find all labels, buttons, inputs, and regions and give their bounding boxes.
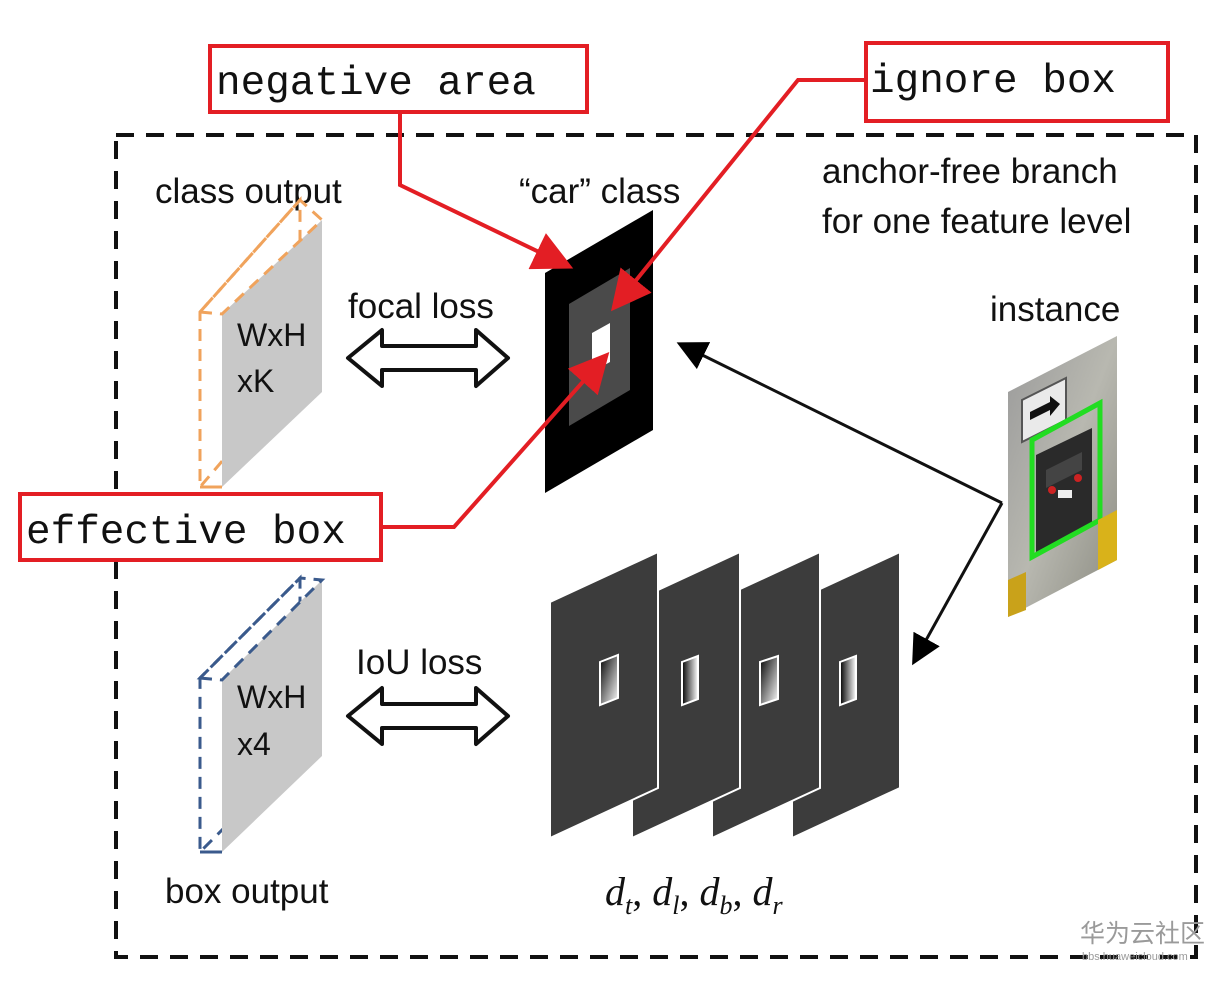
effective-box-callout-box <box>18 492 383 562</box>
box-output-map <box>196 574 326 856</box>
class-output-map <box>196 196 325 492</box>
regression-cell-b <box>759 654 779 707</box>
class-output-label: class output <box>155 172 342 211</box>
ignore-box-arrow <box>610 78 866 312</box>
instance-to-regression-arrow <box>912 502 1004 666</box>
effective-box-callout-text: effective box <box>26 510 346 556</box>
ignore-box-callout-box <box>864 41 1170 123</box>
frame-title-line1: anchor-free branch <box>822 152 1118 191</box>
regression-maps <box>549 550 901 840</box>
regression-cell-r <box>839 654 857 707</box>
instance-label: instance <box>990 290 1120 329</box>
regression-cell-t <box>599 653 619 707</box>
regression-cell-l <box>681 654 699 707</box>
car-class-label: “car” class <box>519 172 680 211</box>
instance-to-class-arrow <box>676 342 1003 505</box>
iou-loss-label: IoU loss <box>356 643 482 682</box>
effective-box-arrow <box>381 352 610 529</box>
box-dims-line1: WxH <box>237 679 306 715</box>
class-dims-line1: WxH <box>237 317 306 353</box>
focal-loss-arrow <box>346 328 510 388</box>
instance-image <box>1008 336 1117 617</box>
watermark-url: bbs.huaweicloud.com <box>1082 951 1188 963</box>
focal-loss-label: focal loss <box>348 287 494 326</box>
frame-title-line2: for one feature level <box>822 202 1131 241</box>
watermark-text: 华为云社区 <box>1080 920 1205 948</box>
iou-loss-arrow <box>346 686 510 746</box>
negative-area-callout-text: negative area <box>216 61 536 107</box>
regression-label: dt, dl, db, dr <box>605 869 783 920</box>
box-output-label: box output <box>165 872 329 911</box>
negative-area-arrow <box>398 112 574 270</box>
class-dims-line2: xK <box>237 363 274 399</box>
ignore-box-callout-text: ignore box <box>870 59 1116 105</box>
car-class-map <box>545 210 653 493</box>
box-dims-line2: x4 <box>237 726 271 762</box>
negative-area-callout-box <box>208 44 589 114</box>
